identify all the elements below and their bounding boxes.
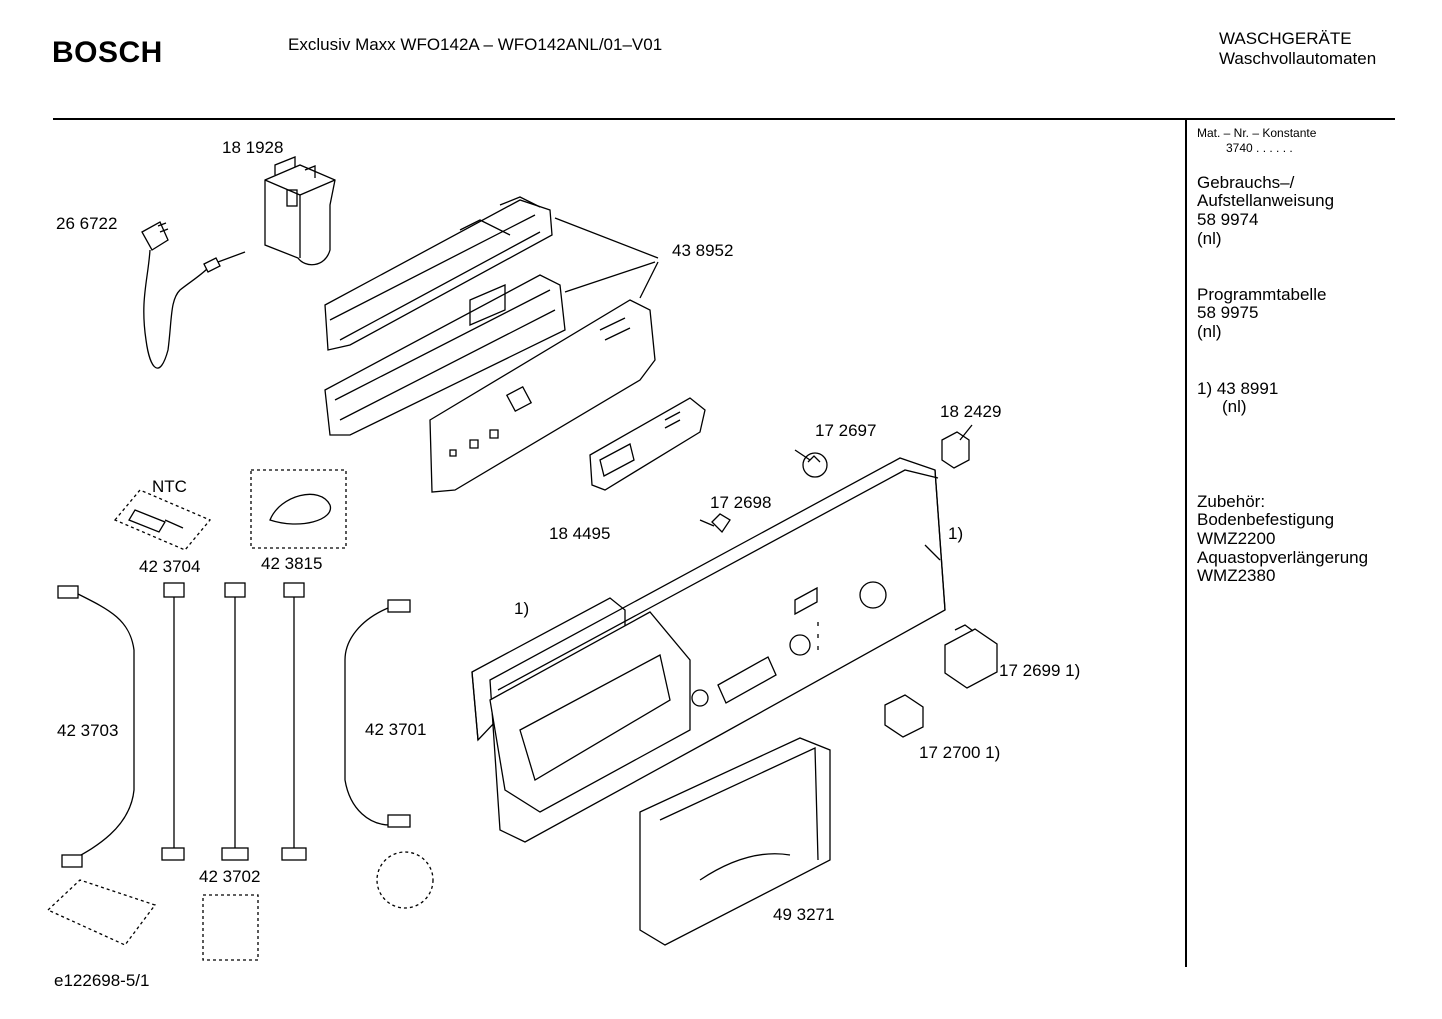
note-lang: (nl) [1222, 397, 1247, 416]
drawing-id: e122698-5/1 [54, 971, 150, 990]
power-cord-drawing [141, 221, 246, 369]
harness-423704-drawing [161, 582, 185, 861]
part-label-181928: 18 1928 [222, 138, 284, 157]
part-label-172699: 17 2699 1) [999, 661, 1081, 680]
ntc-sensor-drawing [113, 489, 212, 551]
mat-number-label: Mat. – Nr. – Konstante [1197, 126, 1317, 140]
button-pin-drawing [699, 513, 731, 534]
selector-shaft-drawing [794, 449, 828, 478]
subcategory-label: Waschvollautomaten [1219, 49, 1377, 68]
harness-423702a-drawing [221, 582, 249, 861]
part-label-ntc: NTC [152, 477, 187, 496]
part-label-172698: 17 2698 [710, 493, 772, 512]
part-label-423701: 42 3701 [365, 720, 427, 739]
harness-423703-drawing [57, 585, 135, 868]
accessory-2: Aquastopverlängerung [1197, 548, 1369, 567]
category-label: WASCHGERÄTE [1219, 29, 1352, 48]
part-label-182429: 18 2429 [940, 402, 1002, 421]
mat-number-value: 3740 . . . . . . [1226, 141, 1293, 155]
program-knob-drawing [944, 624, 998, 689]
part-label-438952: 43 8952 [672, 241, 734, 260]
part-label-184495: 18 4495 [549, 524, 611, 543]
accessory-2-code: WMZ2380 [1197, 566, 1276, 585]
small-knob-drawing [884, 694, 924, 738]
manual-line1: Gebrauchs–/ [1197, 173, 1295, 192]
drawer-frame-drawing [471, 597, 691, 813]
harness-423702b-drawing [281, 582, 307, 861]
part-label-172700: 17 2700 1) [919, 743, 1001, 762]
part-label-172697: 17 2697 [815, 421, 877, 440]
part-label-493271: 49 3271 [773, 905, 835, 924]
accessory-1: Bodenbefestigung [1197, 510, 1335, 529]
accessory-1-code: WMZ2200 [1197, 529, 1276, 548]
part-label-423815: 42 3815 [261, 554, 323, 573]
manual-line2: Aufstellanweisung [1197, 191, 1335, 210]
part-label-266722: 26 6722 [56, 214, 118, 233]
pcb-drawing [429, 299, 656, 493]
part-label-423703: 42 3703 [57, 721, 119, 740]
motor-sketch-drawing [376, 851, 434, 909]
note-label-drawer: 1) [514, 599, 530, 618]
manual-number: 58 9974 [1197, 210, 1259, 229]
ntc-body-drawing [128, 509, 184, 533]
program-table-lang: (nl) [1197, 322, 1222, 341]
program-table-number: 58 9975 [1197, 303, 1259, 322]
model-title: Exclusiv Maxx WFO142A – WFO142ANL/01–V01 [288, 35, 663, 54]
program-table-label: Programmtabelle [1197, 285, 1327, 304]
relay-sketch-drawing [202, 894, 259, 961]
display-module-drawing [589, 397, 706, 491]
manual-lang: (nl) [1197, 229, 1222, 248]
latch-drawing [941, 424, 973, 469]
part-label-423702: 42 3702 [199, 867, 261, 886]
pump-sketch-drawing [46, 879, 157, 946]
sensor-box-drawing [250, 469, 347, 549]
filter-drawing [264, 156, 336, 266]
note-label-panel: 1) [948, 524, 964, 543]
brand-logo: BOSCH [52, 36, 163, 69]
harness-423701-drawing [344, 599, 411, 828]
part-label-423704: 42 3704 [139, 557, 201, 576]
drawer-handle-drawing [639, 737, 831, 946]
header-divider [53, 118, 1395, 120]
module-rail-drawing [324, 196, 566, 436]
sidebar-divider [1185, 120, 1187, 967]
note-number: 1) 43 8991 [1197, 379, 1279, 398]
accessories-label: Zubehör: [1197, 492, 1266, 511]
